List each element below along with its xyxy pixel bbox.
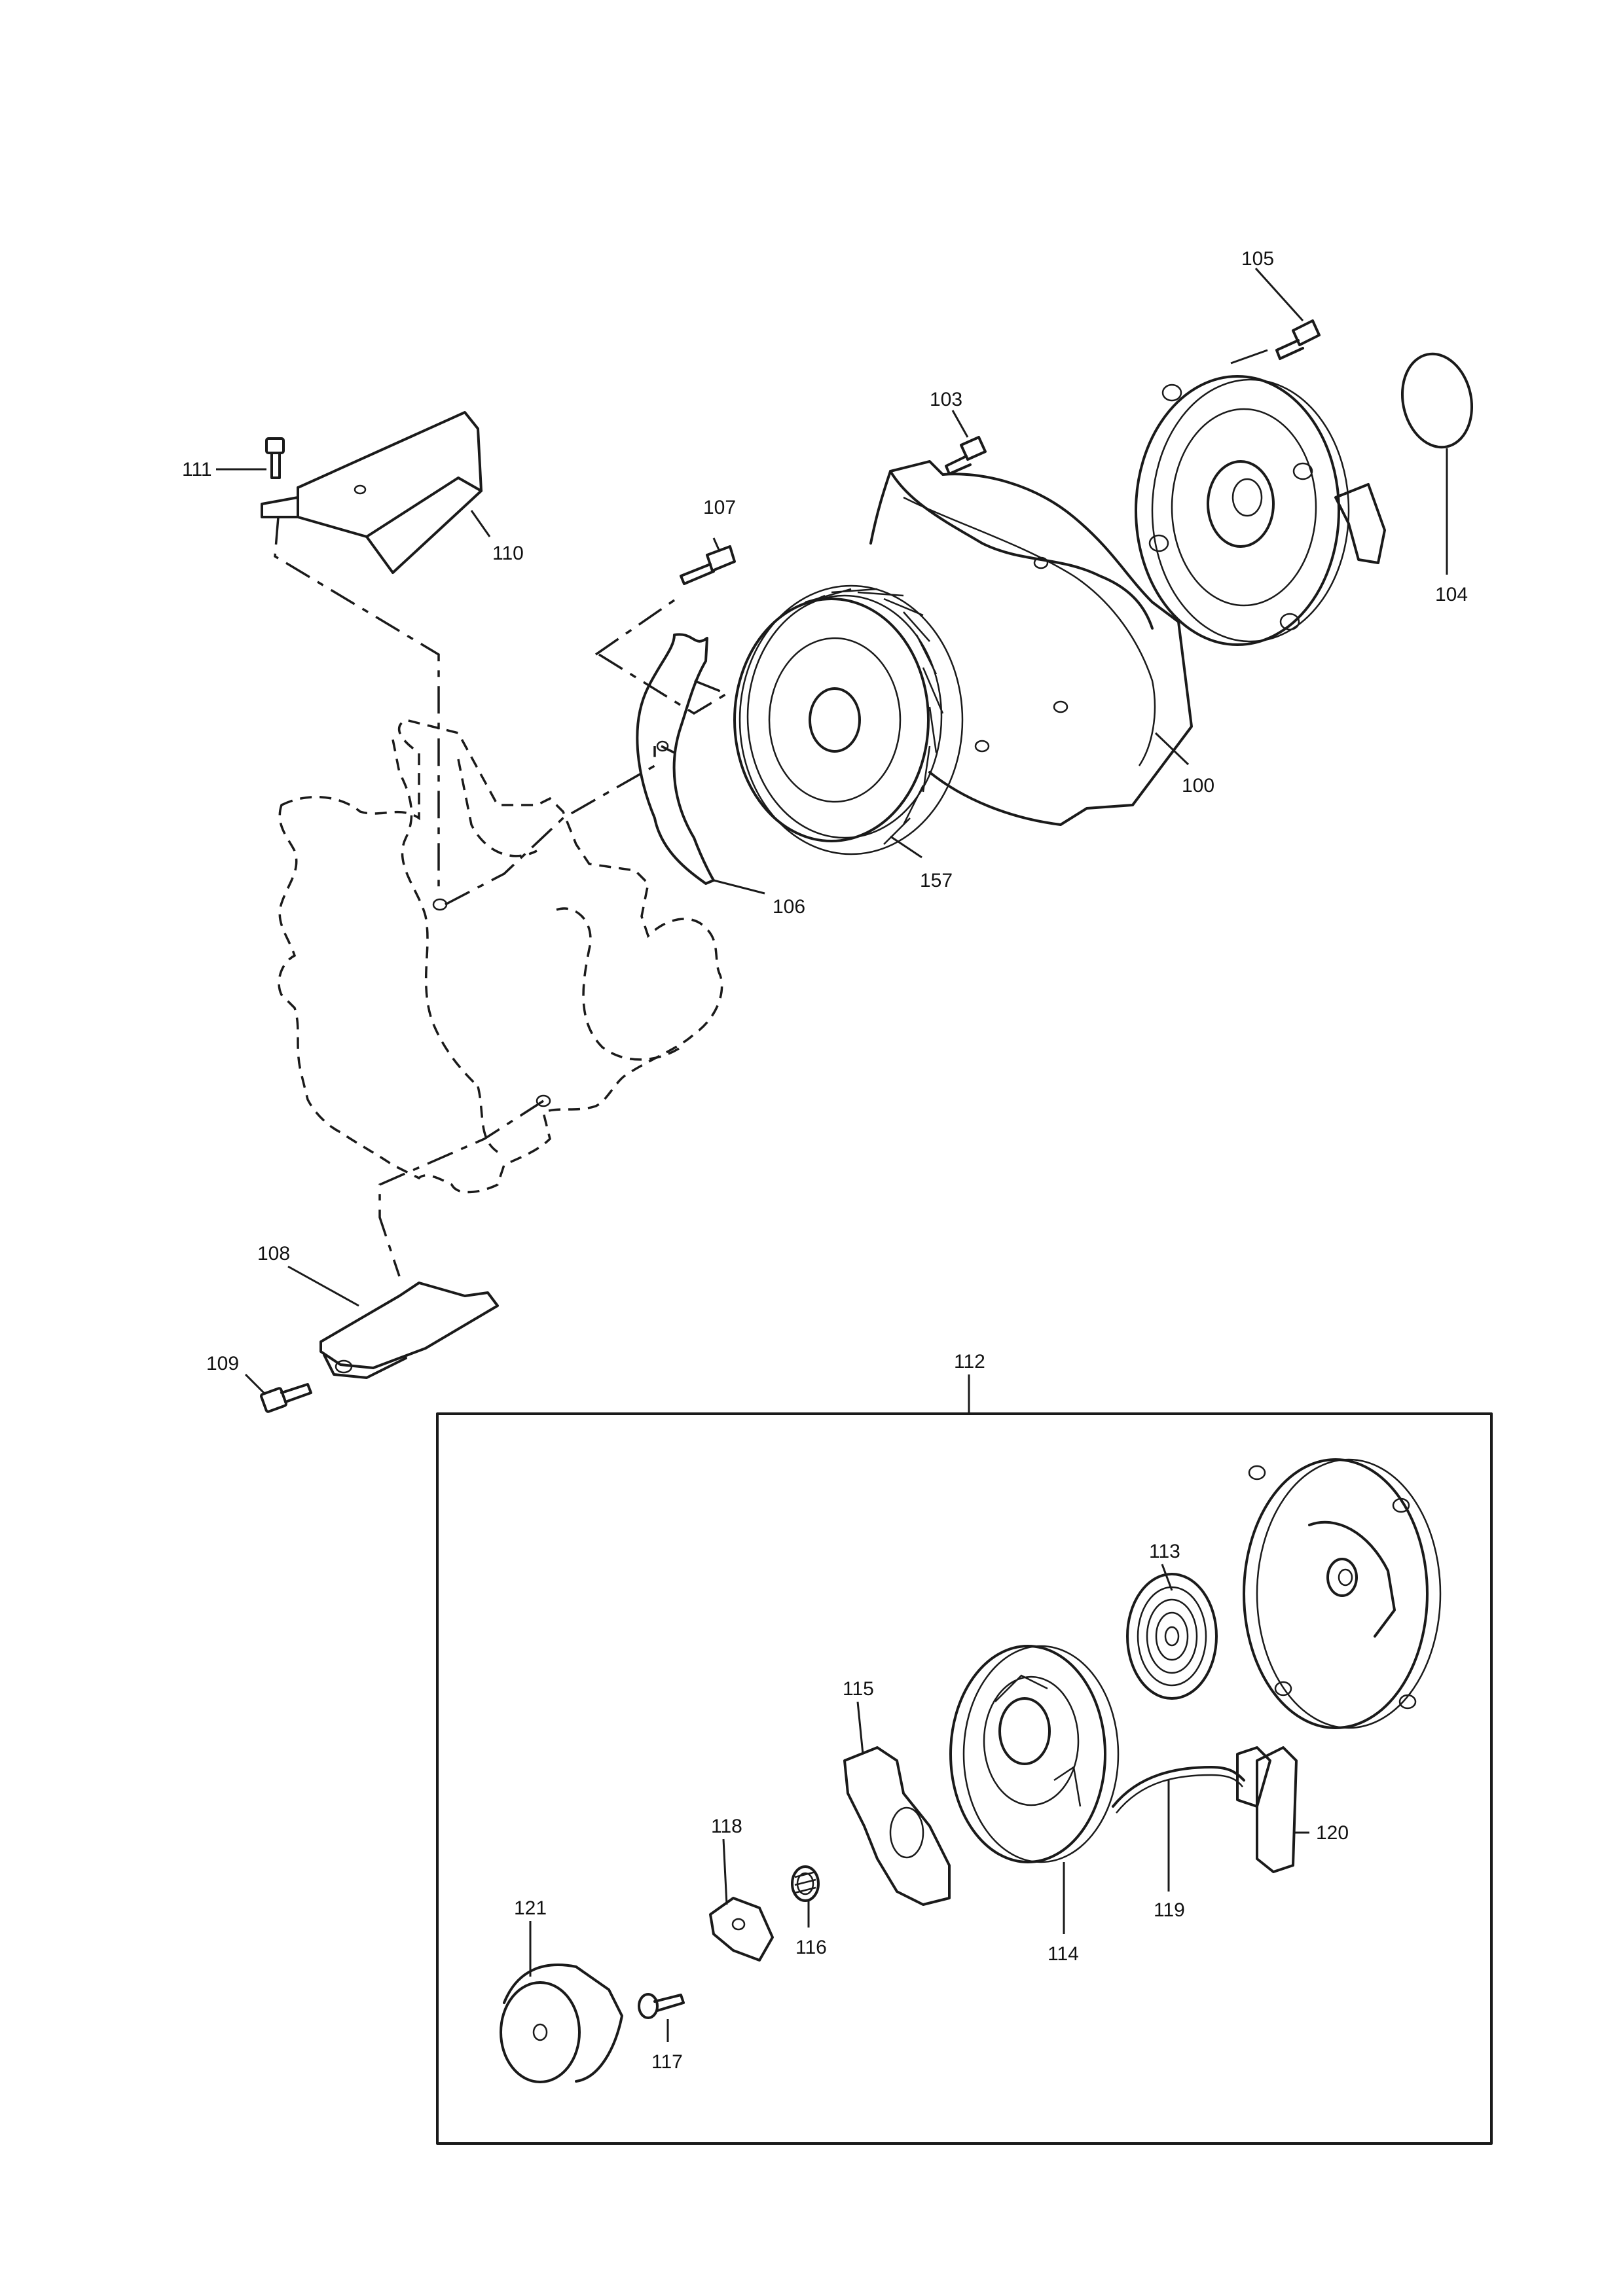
- part-110-guide: [261, 411, 483, 574]
- label-114: 114: [1048, 1943, 1079, 1965]
- label-117: 117: [651, 2051, 683, 2073]
- label-112: 112: [954, 1351, 985, 1372]
- part-labels: 111 110 107 103 105 104 100 106 157 108 …: [182, 248, 1468, 2073]
- part-108-bracket: [319, 1282, 499, 1379]
- leader-lines: [216, 267, 1448, 2042]
- label-100: 100: [1182, 775, 1214, 797]
- part-120-handle: [1236, 1746, 1298, 1873]
- part-116-spring: [791, 1865, 820, 1902]
- engine-block-outline: [278, 719, 723, 1194]
- part-106-cover: [636, 633, 715, 885]
- part-111-bolt: [265, 437, 285, 479]
- label-109: 109: [206, 1353, 239, 1374]
- part-104-decal: [1400, 352, 1474, 449]
- part-100-housing: [869, 460, 1193, 826]
- label-121: 121: [514, 1897, 547, 1919]
- label-106: 106: [773, 896, 805, 918]
- part-105-bolt: [1275, 319, 1321, 360]
- part-103-bolt: [945, 436, 987, 475]
- label-116: 116: [795, 1937, 827, 1958]
- label-111: 111: [182, 459, 212, 480]
- label-103: 103: [930, 389, 962, 410]
- part-107-bolt: [680, 545, 736, 585]
- part-starter-housing: [1243, 1458, 1442, 1729]
- label-113: 113: [1149, 1541, 1180, 1562]
- part-113-spring: [1126, 1573, 1218, 1700]
- part-114-pulley: [949, 1645, 1120, 1863]
- label-105: 105: [1241, 248, 1274, 270]
- assembly-112-frame: [436, 1412, 1493, 2145]
- label-120: 120: [1316, 1822, 1349, 1844]
- label-110: 110: [492, 543, 524, 564]
- part-recoil-starter-top: [1135, 375, 1386, 646]
- part-115-ratchet: [843, 1746, 951, 1906]
- part-119-rope: [1112, 1766, 1245, 1814]
- part-121-cap: [500, 1964, 623, 2083]
- label-108: 108: [257, 1243, 290, 1265]
- part-157-flywheel: [733, 584, 964, 855]
- label-118: 118: [711, 1816, 742, 1837]
- part-118-pawl: [709, 1897, 774, 1962]
- label-115: 115: [843, 1678, 874, 1700]
- part-109-bolt: [260, 1383, 312, 1413]
- assembly-lines: [274, 516, 729, 1277]
- label-119: 119: [1154, 1899, 1185, 1921]
- label-107: 107: [703, 497, 736, 518]
- label-104: 104: [1435, 584, 1468, 605]
- label-157: 157: [920, 870, 953, 891]
- part-117-screw: [638, 1993, 685, 2019]
